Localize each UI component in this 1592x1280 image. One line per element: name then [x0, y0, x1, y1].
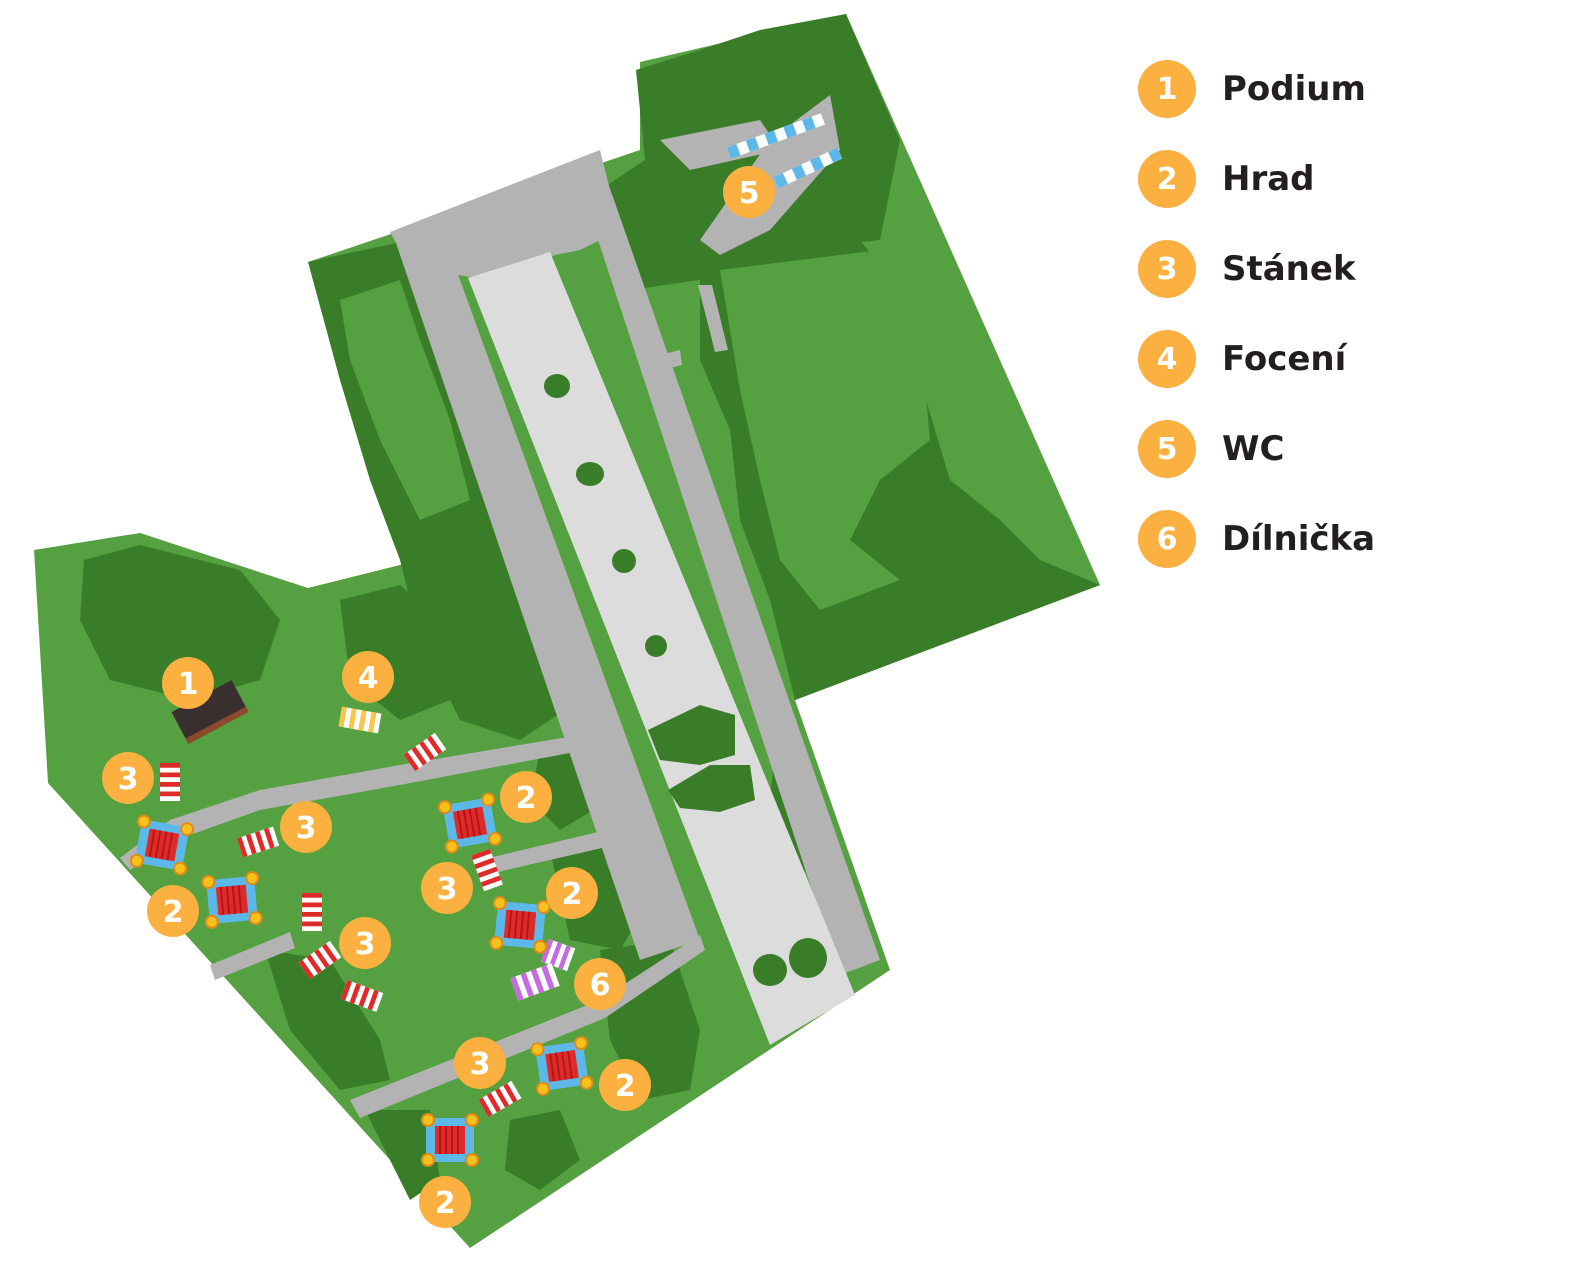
legend-item-stall: 3 Stánek — [1138, 240, 1375, 298]
toilet-row — [773, 147, 843, 189]
marker-number: 3 — [118, 762, 139, 797]
workshop-tent-part — [540, 938, 576, 972]
marker-stall: 3 — [421, 862, 473, 914]
marker-castle: 2 — [419, 1176, 471, 1228]
legend-number-badge: 1 — [1138, 60, 1196, 118]
legend-label: Stánek — [1222, 249, 1356, 289]
marker-stall: 3 — [280, 801, 332, 853]
marker-stall: 3 — [102, 752, 154, 804]
marker-number: 3 — [470, 1047, 491, 1082]
marker-number: 3 — [355, 927, 376, 962]
marker-castle: 2 — [500, 771, 552, 823]
legend-label: Podium — [1222, 69, 1366, 109]
striped-stall-icon — [340, 980, 384, 1012]
map-legend: 1 Podium 2 Hrad 3 Stánek 4 Focení 5 WC 6… — [1138, 60, 1375, 600]
legend-number-badge: 2 — [1138, 150, 1196, 208]
toilet-cabins-icon — [726, 113, 843, 189]
bouncy-castle-icon — [129, 814, 195, 876]
bouncy-castle-icon — [489, 896, 551, 954]
striped-stall-icon — [403, 732, 447, 772]
legend-number-badge: 6 — [1138, 510, 1196, 568]
legend-label: Focení — [1222, 339, 1347, 379]
marker-castle: 2 — [546, 867, 598, 919]
map-markers: 1 4 5 6 2 2 2 2 2 3 3 3 3 3 — [102, 166, 775, 1228]
legend-number-badge: 3 — [1138, 240, 1196, 298]
striped-stall-icon — [298, 940, 342, 980]
marker-number: 3 — [296, 811, 317, 846]
workshop-tent-part — [510, 963, 560, 1001]
legend-item-castle: 2 Hrad — [1138, 150, 1375, 208]
striped-stall-icon — [302, 893, 322, 931]
photo-booth-icon — [338, 706, 382, 734]
facility-icons — [129, 113, 843, 1167]
legend-number-badge: 5 — [1138, 420, 1196, 478]
marker-wc: 5 — [723, 166, 775, 218]
marker-number: 6 — [590, 968, 611, 1003]
marker-number: 3 — [437, 872, 458, 907]
bouncy-castle-icon — [421, 1113, 479, 1167]
stage-icon — [171, 680, 249, 744]
marker-podium: 1 — [162, 657, 214, 709]
legend-label: Dílnička — [1222, 519, 1376, 559]
footpaths — [120, 95, 880, 1118]
marker-number: 2 — [163, 895, 184, 930]
striped-stall-icon — [478, 1080, 522, 1118]
marker-castle: 2 — [147, 885, 199, 937]
marker-photo-spot: 4 — [342, 651, 394, 703]
central-avenue — [468, 252, 855, 1045]
striped-stall-icon — [236, 826, 280, 858]
marker-number: 1 — [178, 667, 199, 702]
legend-label: Hrad — [1222, 159, 1315, 199]
marker-number: 4 — [358, 661, 379, 696]
toilet-row — [726, 113, 826, 159]
marker-stall: 3 — [454, 1037, 506, 1089]
marker-number: 5 — [739, 176, 760, 211]
workshop-tent-icon — [510, 938, 576, 1001]
bouncy-castle-icon — [437, 792, 503, 854]
bouncy-castle-icon — [530, 1036, 594, 1096]
legend-item-podium: 1 Podium — [1138, 60, 1375, 118]
marker-number: 2 — [615, 1069, 636, 1104]
striped-stall-icon — [160, 763, 180, 801]
legend-item-photo: 4 Focení — [1138, 330, 1375, 388]
marker-number: 2 — [516, 781, 537, 816]
legend-item-wc: 5 WC — [1138, 420, 1375, 478]
marker-workshop: 6 — [574, 958, 626, 1010]
legend-item-workshop: 6 Dílnička — [1138, 510, 1375, 568]
bouncy-castle-icon — [201, 871, 263, 929]
marker-castle: 2 — [599, 1059, 651, 1111]
legend-number-badge: 4 — [1138, 330, 1196, 388]
marker-number: 2 — [435, 1186, 456, 1221]
legend-label: WC — [1222, 429, 1285, 469]
marker-number: 2 — [562, 877, 583, 912]
marker-stall: 3 — [339, 917, 391, 969]
striped-stall-icon — [471, 848, 503, 892]
